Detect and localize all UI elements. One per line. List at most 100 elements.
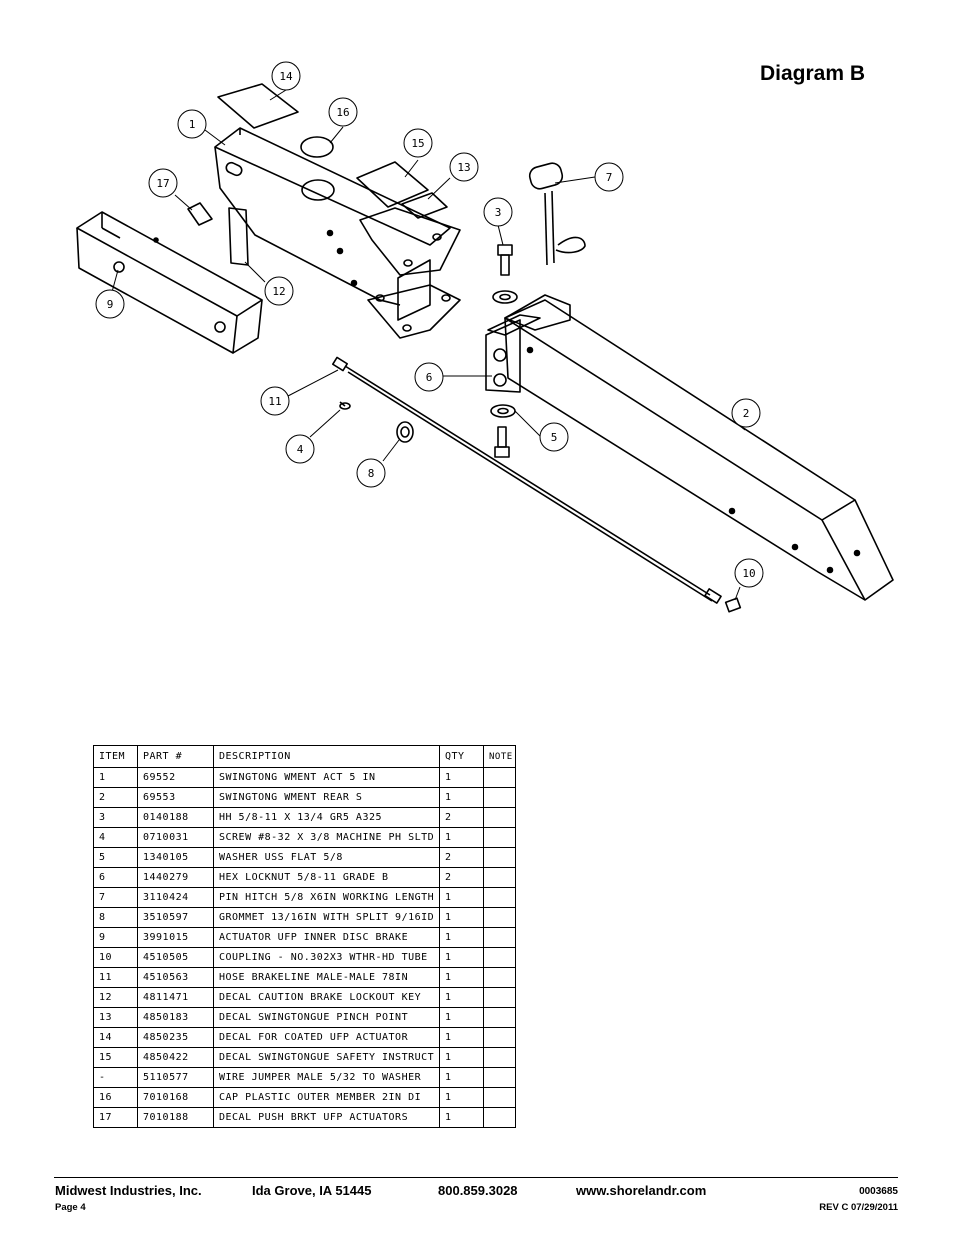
grommet-8-shape [396, 421, 414, 443]
cell-part: 4850422 [137, 1047, 214, 1068]
cell-part: 69553 [137, 787, 214, 808]
callout-balloon-15 [403, 128, 433, 158]
actuator-weldment-1-shape [214, 127, 461, 339]
callout-balloon-4 [285, 434, 315, 464]
table-header-row: ITEM PART # DESCRIPTION QTY NOTE [93, 745, 516, 768]
cell-description: DECAL FOR COATED UFP ACTUATOR [213, 1027, 440, 1048]
cell-part: 5110577 [137, 1067, 214, 1088]
cell-item: 4 [93, 827, 138, 848]
diagram-title: Diagram B [760, 62, 866, 85]
cell-item: 7 [93, 887, 138, 908]
callout-label: 2 [743, 407, 750, 420]
exploded-parts-drawing: 14 16 1 15 13 17 7 3 12 9 6 2 11 5 4 8 1… [76, 61, 894, 613]
cell-part: 4510505 [137, 947, 214, 968]
decal-13-shape [401, 192, 448, 219]
callout-balloon-9 [95, 289, 125, 319]
decal-14-shape [217, 83, 299, 129]
screw-4-shape [339, 401, 351, 410]
cell-description: SWINGTONG WMENT ACT 5 IN [213, 767, 440, 788]
cell-item: 9 [93, 927, 138, 948]
callout-label: 8 [368, 467, 375, 480]
brake-hose-11-shape [331, 356, 722, 604]
cell-qty: 1 [439, 987, 484, 1008]
cell-item: 15 [93, 1047, 138, 1068]
callout-balloon-2 [731, 398, 761, 428]
cell-note [483, 1067, 516, 1088]
cell-description: DECAL SWINGTONGUE PINCH POINT [213, 1007, 440, 1028]
bolt-3-bottom-shape [494, 426, 510, 458]
callout-label: 11 [268, 395, 281, 408]
cell-description: WASHER USS FLAT 5/8 [213, 847, 440, 868]
cell-part: 1440279 [137, 867, 214, 888]
footer-company: Midwest Industries, Inc. [55, 1183, 202, 1198]
callout-balloon-8 [356, 458, 386, 488]
swing-tongue-rear-2-shape [485, 294, 894, 601]
cell-part: 4510563 [137, 967, 214, 988]
cell-part: 69552 [137, 767, 214, 788]
decal-17-shape [187, 202, 213, 226]
cell-description: CAP PLASTIC OUTER MEMBER 2IN DI [213, 1087, 440, 1108]
cell-description: ACTUATOR UFP INNER DISC BRAKE [213, 927, 440, 948]
callout-label: 15 [411, 137, 424, 150]
actuator-inner-9-shape [76, 211, 263, 354]
cell-description: COUPLING - NO.302X3 WTHR-HD TUBE [213, 947, 440, 968]
cell-qty: 1 [439, 907, 484, 928]
footer-city: Ida Grove, IA 51445 [252, 1183, 372, 1198]
cell-item: 13 [93, 1007, 138, 1028]
cell-qty: 1 [439, 887, 484, 908]
cell-qty: 1 [439, 1087, 484, 1108]
callout-label: 4 [297, 443, 304, 456]
cell-note [483, 987, 516, 1008]
cell-note [483, 907, 516, 928]
cell-item: 2 [93, 787, 138, 808]
cell-note [483, 947, 516, 968]
callout-balloon-17 [148, 168, 178, 198]
decal-15-shape [356, 161, 429, 208]
callout-balloon-13 [449, 152, 479, 182]
cell-qty: 1 [439, 1007, 484, 1028]
cell-description: SCREW #8-32 X 3/8 MACHINE PH SLTD [213, 827, 440, 848]
col-header-note: NOTE [483, 745, 516, 768]
col-header-description: DESCRIPTION [213, 745, 440, 768]
cell-item: 5 [93, 847, 138, 868]
cell-part: 4850183 [137, 1007, 214, 1028]
cell-note [483, 867, 516, 888]
callout-label: 14 [279, 70, 293, 83]
callout-label: 6 [426, 371, 433, 384]
callout-label: 17 [156, 177, 169, 190]
cell-note [483, 967, 516, 988]
coupling-10-shape [724, 597, 742, 613]
cell-part: 3110424 [137, 887, 214, 908]
callout-balloon-11 [260, 386, 290, 416]
cell-note [483, 847, 516, 868]
cell-part: 0140188 [137, 807, 214, 828]
cell-part: 3991015 [137, 927, 214, 948]
cell-part: 4811471 [137, 987, 214, 1008]
cell-part: 1340105 [137, 847, 214, 868]
cell-item: 10 [93, 947, 138, 968]
callout-balloon-10 [734, 558, 764, 588]
cell-note [483, 767, 516, 788]
cell-qty: 2 [439, 807, 484, 828]
washer-5-top-shape [492, 290, 518, 304]
cell-item: - [93, 1067, 138, 1088]
cell-qty: 1 [439, 927, 484, 948]
cell-description: SWINGTONG WMENT REAR S [213, 787, 440, 808]
callout-balloon-1 [177, 109, 207, 139]
cell-note [483, 1087, 516, 1108]
cell-item: 6 [93, 867, 138, 888]
cell-qty: 1 [439, 787, 484, 808]
cell-description: DECAL SWINGTONGUE SAFETY INSTRUCT [213, 1047, 440, 1068]
cell-description: DECAL PUSH BRKT UFP ACTUATORS [213, 1107, 440, 1128]
